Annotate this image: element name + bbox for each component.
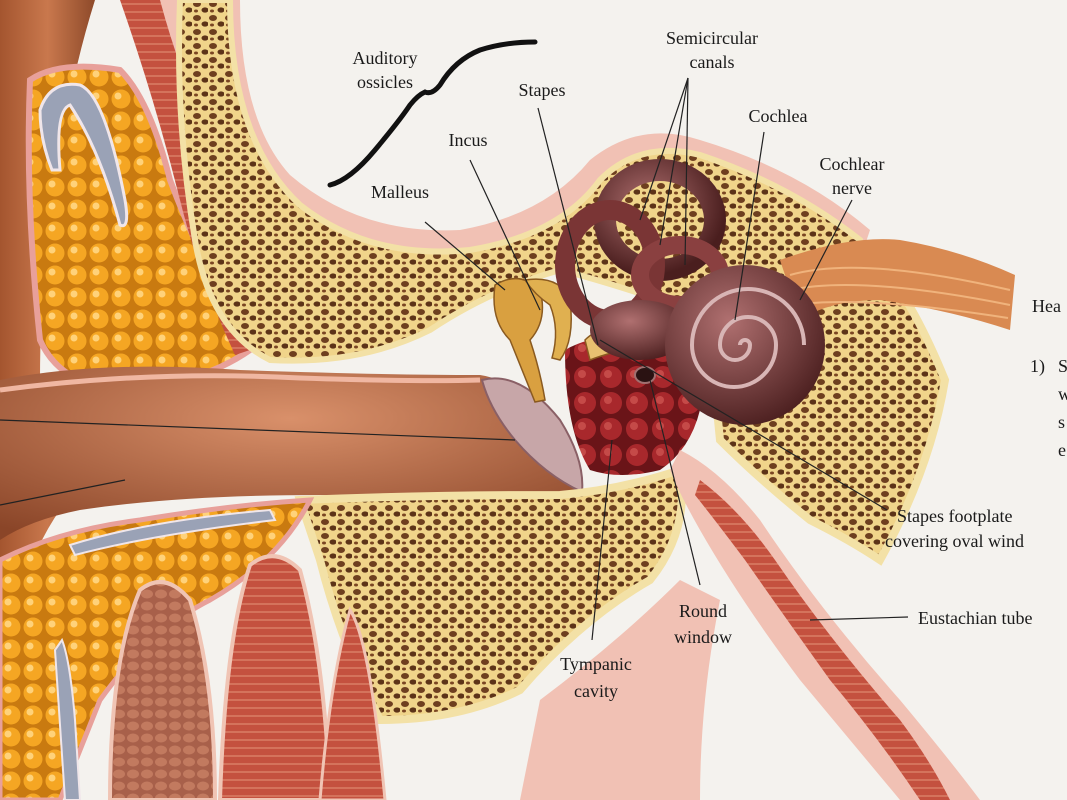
cochlear-nerve-bundle bbox=[780, 239, 1015, 330]
label-tympanic-cavity-line1: Tympanic bbox=[560, 654, 632, 674]
label-tympanic-cavity-line2: cavity bbox=[574, 681, 618, 701]
label-round-window-line2: window bbox=[674, 627, 732, 647]
label-semicircular-canals-line1: Semicircular bbox=[666, 28, 758, 48]
label-cochlear-nerve-line1: Cochlear bbox=[820, 154, 885, 174]
side-fragment-2: w bbox=[1058, 384, 1067, 404]
cochlea-spiral bbox=[689, 287, 806, 389]
label-eustachian-tube: Eustachian tube bbox=[918, 608, 1032, 628]
side-text: Hea 1) S w s e bbox=[1030, 296, 1067, 460]
eustachian-tube-muscle bbox=[695, 480, 950, 800]
label-incus: Incus bbox=[449, 130, 488, 150]
upper-fat-tissue bbox=[25, 63, 254, 394]
lower-cartilage bbox=[68, 508, 277, 557]
round-window bbox=[634, 366, 656, 384]
leader-lines bbox=[0, 77, 909, 641]
label-stapes: Stapes bbox=[519, 80, 566, 100]
label-auditory-ossicles-line1: Auditory bbox=[353, 48, 418, 68]
side-fragment-4: e bbox=[1058, 440, 1066, 460]
label-cochlea: Cochlea bbox=[749, 106, 808, 126]
label-cochlear-nerve-line2: nerve bbox=[832, 178, 872, 198]
lower-temporal-bone bbox=[294, 464, 686, 725]
label-malleus: Malleus bbox=[371, 182, 429, 202]
side-fragment-3: s bbox=[1058, 412, 1065, 432]
side-item-number: 1) bbox=[1030, 356, 1045, 377]
external-auditory-canal bbox=[0, 366, 580, 540]
auditory-ossicles-brace bbox=[327, 39, 538, 188]
label-stapes-footplate-line2: covering oval wind bbox=[885, 531, 1024, 551]
labels: Auditory ossicles Semicircular canals St… bbox=[353, 28, 1033, 701]
side-fragment-1: S bbox=[1058, 356, 1067, 376]
label-stapes-footplate-line1: Stapes footplate bbox=[897, 506, 1012, 526]
upper-cartilage bbox=[38, 82, 129, 228]
side-heading: Hea bbox=[1032, 296, 1061, 316]
lower-muscle-red-2 bbox=[318, 606, 387, 800]
lower-muscle-brown bbox=[107, 580, 218, 800]
canal-upper-lining bbox=[0, 373, 481, 393]
lower-right-tissue bbox=[520, 580, 720, 800]
label-semicircular-canals-line2: canals bbox=[690, 52, 735, 72]
label-round-window-line1: Round bbox=[679, 601, 727, 621]
tympanic-cavity bbox=[565, 336, 700, 475]
lower-muscle-red-1 bbox=[217, 554, 333, 800]
label-auditory-ossicles-line2: ossicles bbox=[357, 72, 413, 92]
